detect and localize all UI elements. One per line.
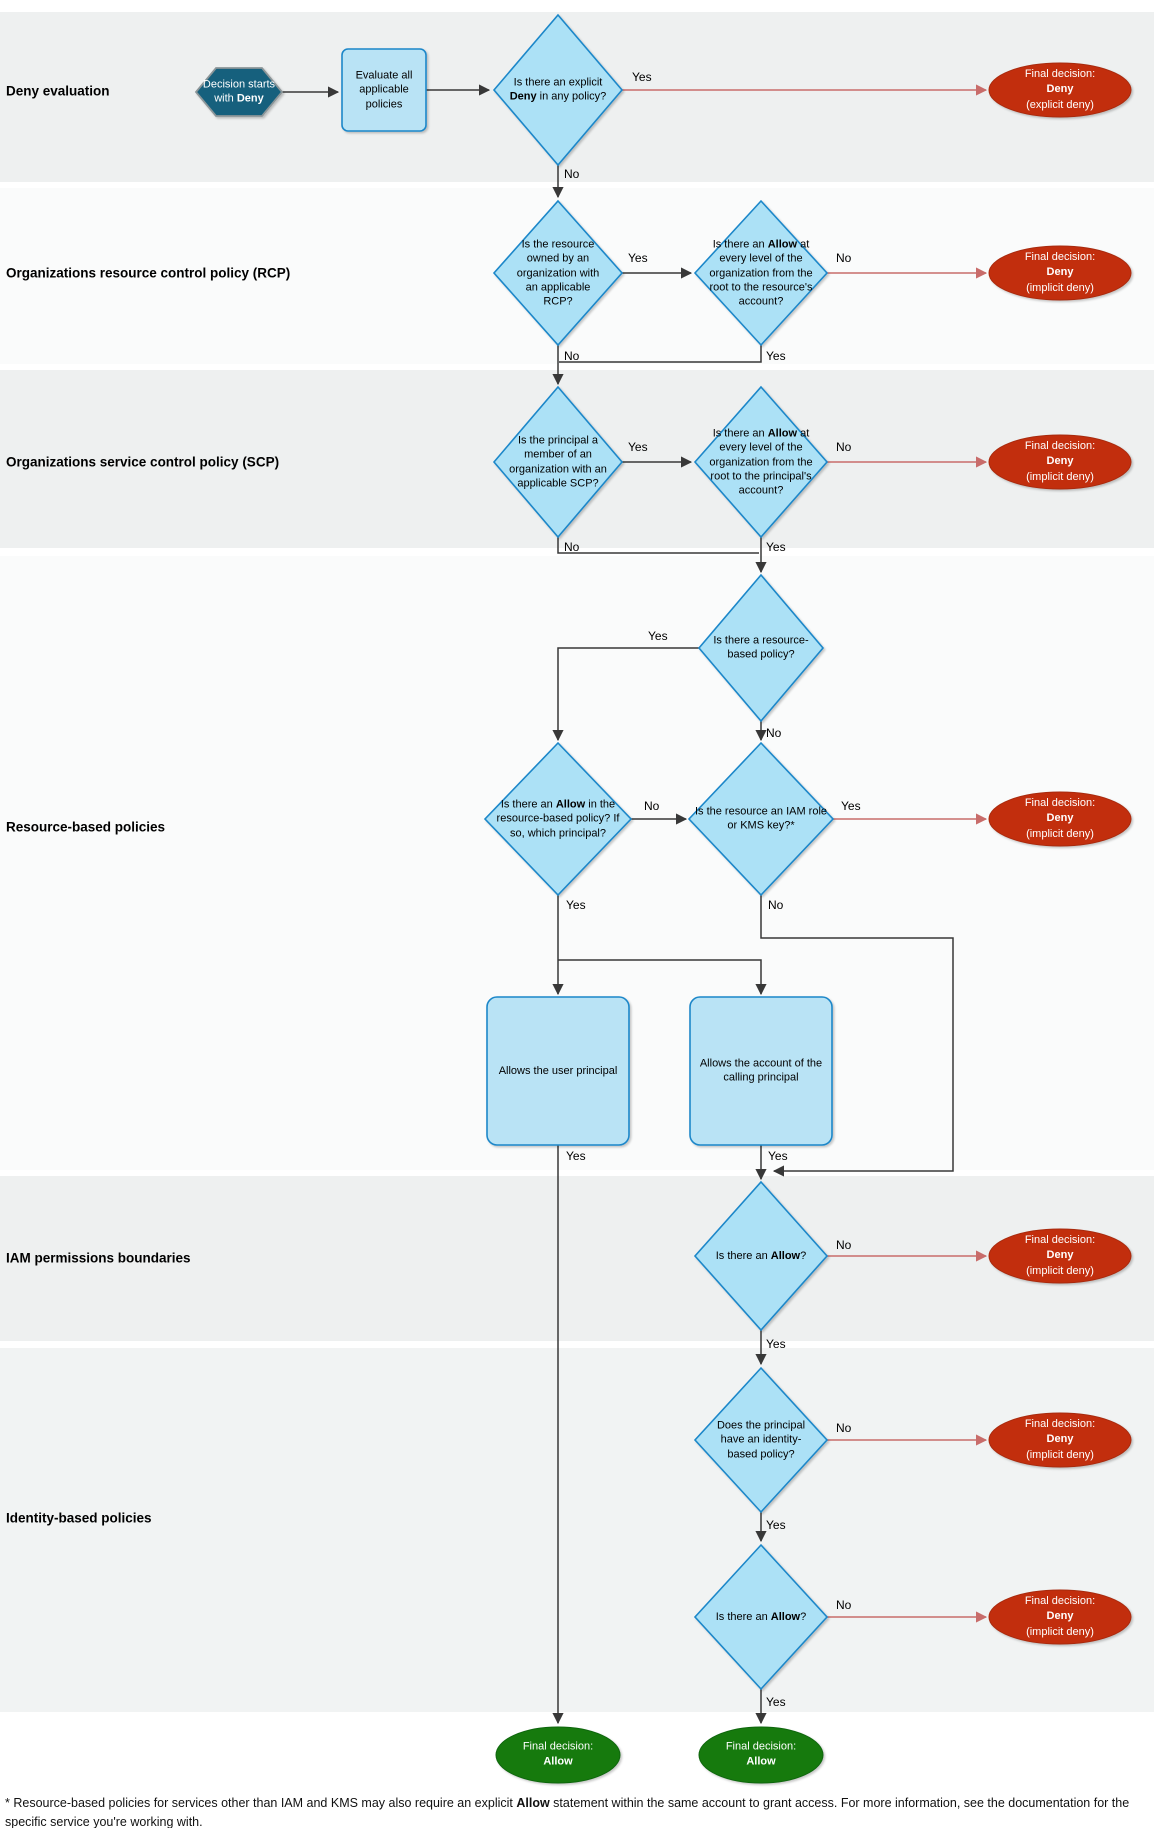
- edge-label-pb-yes: Yes: [766, 1337, 786, 1351]
- explicit-deny-question: Is there an explicit Deny in any policy?: [509, 76, 607, 103]
- band-label-identity-based-policies: Identity-based policies: [6, 1510, 152, 1526]
- scp-member-question: Is the principal a member of an organiza…: [509, 434, 607, 490]
- start-node: [194, 67, 284, 117]
- rbp-allow-question: Is there an Allow in the resource-based …: [496, 798, 620, 840]
- rbp-allow-diamond: [483, 741, 633, 897]
- edge-label-account-box-yes: Yes: [768, 1149, 788, 1163]
- edge-rcp-allow-yes-join: [559, 345, 762, 363]
- idp-allow-diamond: [693, 1543, 829, 1691]
- edge-label-rbp-no: No: [766, 726, 782, 740]
- edge-label-pb-no: No: [836, 1238, 852, 1252]
- scp-allow-question: Is there an Allow at every level of the …: [709, 427, 813, 497]
- deny-endpoint-explicit-label: Final decision:Deny(explicit deny): [1024, 67, 1096, 111]
- pb-allow-diamond: [693, 1180, 829, 1332]
- deny-endpoint-scp: [988, 434, 1132, 490]
- idp-allow-question: Is there an Allow?: [715, 1610, 807, 1623]
- evaluate-policies-box: [341, 48, 427, 132]
- band-label-scp: Organizations service control policy (SC…: [6, 454, 280, 470]
- deny-endpoint-explicit: [988, 62, 1132, 118]
- edge-rbp-yes-left-down: [552, 647, 699, 742]
- scp-member-diamond: [492, 385, 624, 539]
- edge-label-scp-no: No: [564, 540, 580, 554]
- edge-label-explicit-yes: Yes: [632, 70, 652, 84]
- deny-endpoint-rcp-label: Final decision:Deny(implicit deny): [1024, 250, 1096, 294]
- deny-endpoint-pb: [988, 1228, 1132, 1284]
- start-node-label: Decision starts with Deny: [202, 78, 276, 105]
- edge-label-explicit-no: No: [564, 167, 580, 181]
- idp-exists-question: Does the principal have an identity-base…: [716, 1419, 806, 1461]
- band-label-iam-permissions-boundaries: IAM permissions boundaries: [6, 1250, 191, 1266]
- edge-label-scp-allow-yes: Yes: [766, 540, 786, 554]
- edge-label-idp-allow-yes: Yes: [766, 1695, 786, 1709]
- band-label-deny-evaluation: Deny evaluation: [6, 83, 110, 99]
- edge-label-iamkms-yes: Yes: [841, 799, 861, 813]
- deny-endpoint-idp: [988, 1412, 1132, 1468]
- edge-branch-to-account-box: [558, 959, 767, 996]
- deny-endpoint-idp-allow: [988, 1589, 1132, 1645]
- allows-user-principal-box: [486, 996, 630, 1146]
- edge-label-rcp-no: No: [564, 349, 580, 363]
- deny-endpoint-idp-label: Final decision:Deny(implicit deny): [1024, 1417, 1096, 1461]
- rcp-allow-diamond: [693, 199, 829, 347]
- band-iam-permissions-boundaries: [0, 1176, 1154, 1341]
- iam-kms-question: Is the resource an IAM role or KMS key?*: [694, 805, 828, 832]
- band-label-rcp: Organizations resource control policy (R…: [6, 265, 291, 281]
- edge-label-user-box-yes: Yes: [566, 1149, 586, 1163]
- edge-label-idp-allow-no: No: [836, 1598, 852, 1612]
- footnote: * Resource-based policies for services o…: [5, 1796, 1130, 1828]
- deny-endpoint-rbp: [988, 791, 1132, 847]
- edge-label-rcp-allow-no: No: [836, 251, 852, 265]
- edge-label-scp-allow-no: No: [836, 440, 852, 454]
- idp-exists-diamond: [693, 1366, 829, 1514]
- edge-label-rcp-yes: Yes: [628, 251, 648, 265]
- allow-endpoint-left-label: Final decision:Allow: [522, 1740, 594, 1768]
- band-identity-based-policies: [0, 1348, 1154, 1712]
- allow-endpoint-right: [698, 1726, 824, 1784]
- edge-scp-no-join: [557, 537, 759, 554]
- allow-endpoint-left: [495, 1726, 621, 1784]
- deny-endpoint-rcp: [988, 245, 1132, 301]
- edge-label-iamkms-no: No: [768, 898, 784, 912]
- deny-endpoint-idp-allow-label: Final decision:Deny(implicit deny): [1024, 1594, 1096, 1638]
- evaluate-policies-label: Evaluate all applicable policies: [355, 69, 413, 111]
- edge-iamkms-no-around: [760, 895, 954, 1177]
- rbp-exists-diamond: [697, 573, 825, 723]
- pb-allow-question: Is there an Allow?: [715, 1249, 807, 1262]
- deny-endpoint-pb-label: Final decision:Deny(implicit deny): [1024, 1233, 1096, 1277]
- band-label-resource-based-policies: Resource-based policies: [6, 819, 166, 835]
- deny-endpoint-scp-label: Final decision:Deny(implicit deny): [1024, 439, 1096, 483]
- rcp-allow-question: Is there an Allow at every level of the …: [709, 238, 813, 308]
- rbp-exists-question: Is there a resource-based policy?: [713, 634, 809, 661]
- edge-label-idp-no: No: [836, 1421, 852, 1435]
- scp-allow-diamond: [693, 385, 829, 539]
- allows-account-label: Allows the account of the calling princi…: [699, 1057, 823, 1084]
- edge-label-scp-yes: Yes: [628, 440, 648, 454]
- allows-user-principal-label: Allows the user principal: [498, 1064, 618, 1077]
- rcp-applicable-diamond: [492, 199, 624, 347]
- edge-label-rbp-allow-yes: Yes: [566, 898, 586, 912]
- allow-endpoint-right-label: Final decision:Allow: [725, 1740, 797, 1768]
- explicit-deny-diamond: [492, 13, 624, 167]
- deny-endpoint-rbp-label: Final decision:Deny(implicit deny): [1024, 796, 1096, 840]
- edge-label-rcp-allow-yes: Yes: [766, 349, 786, 363]
- edge-label-rbp-yes: Yes: [648, 629, 668, 643]
- edge-label-rbp-allow-no: No: [644, 799, 660, 813]
- edge-label-idp-yes: Yes: [766, 1518, 786, 1532]
- iam-kms-diamond: [687, 741, 835, 897]
- allows-account-box: [689, 996, 833, 1146]
- rcp-applicable-question: Is the resource owned by an organization…: [516, 238, 600, 308]
